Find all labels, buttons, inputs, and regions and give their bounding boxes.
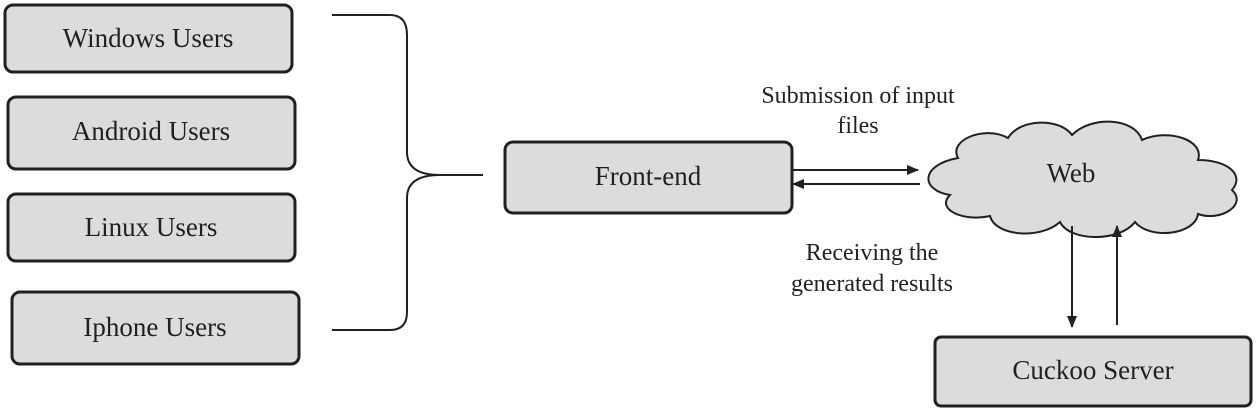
iphone-users-label: Iphone Users: [83, 312, 226, 342]
receiving-label-line2: generated results: [791, 271, 953, 297]
user-group-brace: [332, 14, 483, 331]
submission-label-line2: files: [837, 113, 878, 139]
android-users-label: Android Users: [72, 116, 230, 146]
linux-users-node: Linux Users: [6, 192, 297, 263]
receiving-label-line1: Receiving the: [806, 240, 939, 266]
windows-users-node: Windows Users: [3, 3, 294, 74]
web-label: Web: [1047, 158, 1096, 188]
receiving-label: Receiving the generated results: [791, 240, 953, 297]
web-cloud-node: Web: [927, 120, 1238, 238]
frontend-node: Front-end: [503, 140, 794, 215]
web-cloud-shape: [927, 120, 1238, 238]
cuckoo-server-node: Cuckoo Server: [933, 335, 1253, 408]
linux-users-label: Linux Users: [85, 212, 218, 242]
submission-label-line1: Submission of input: [761, 83, 955, 109]
windows-users-label: Windows Users: [63, 23, 234, 53]
android-users-node: Android Users: [6, 95, 297, 171]
submission-label: Submission of input files: [761, 83, 955, 139]
frontend-label: Front-end: [595, 161, 702, 191]
cuckoo-server-label: Cuckoo Server: [1012, 355, 1173, 385]
iphone-users-node: Iphone Users: [10, 290, 301, 366]
